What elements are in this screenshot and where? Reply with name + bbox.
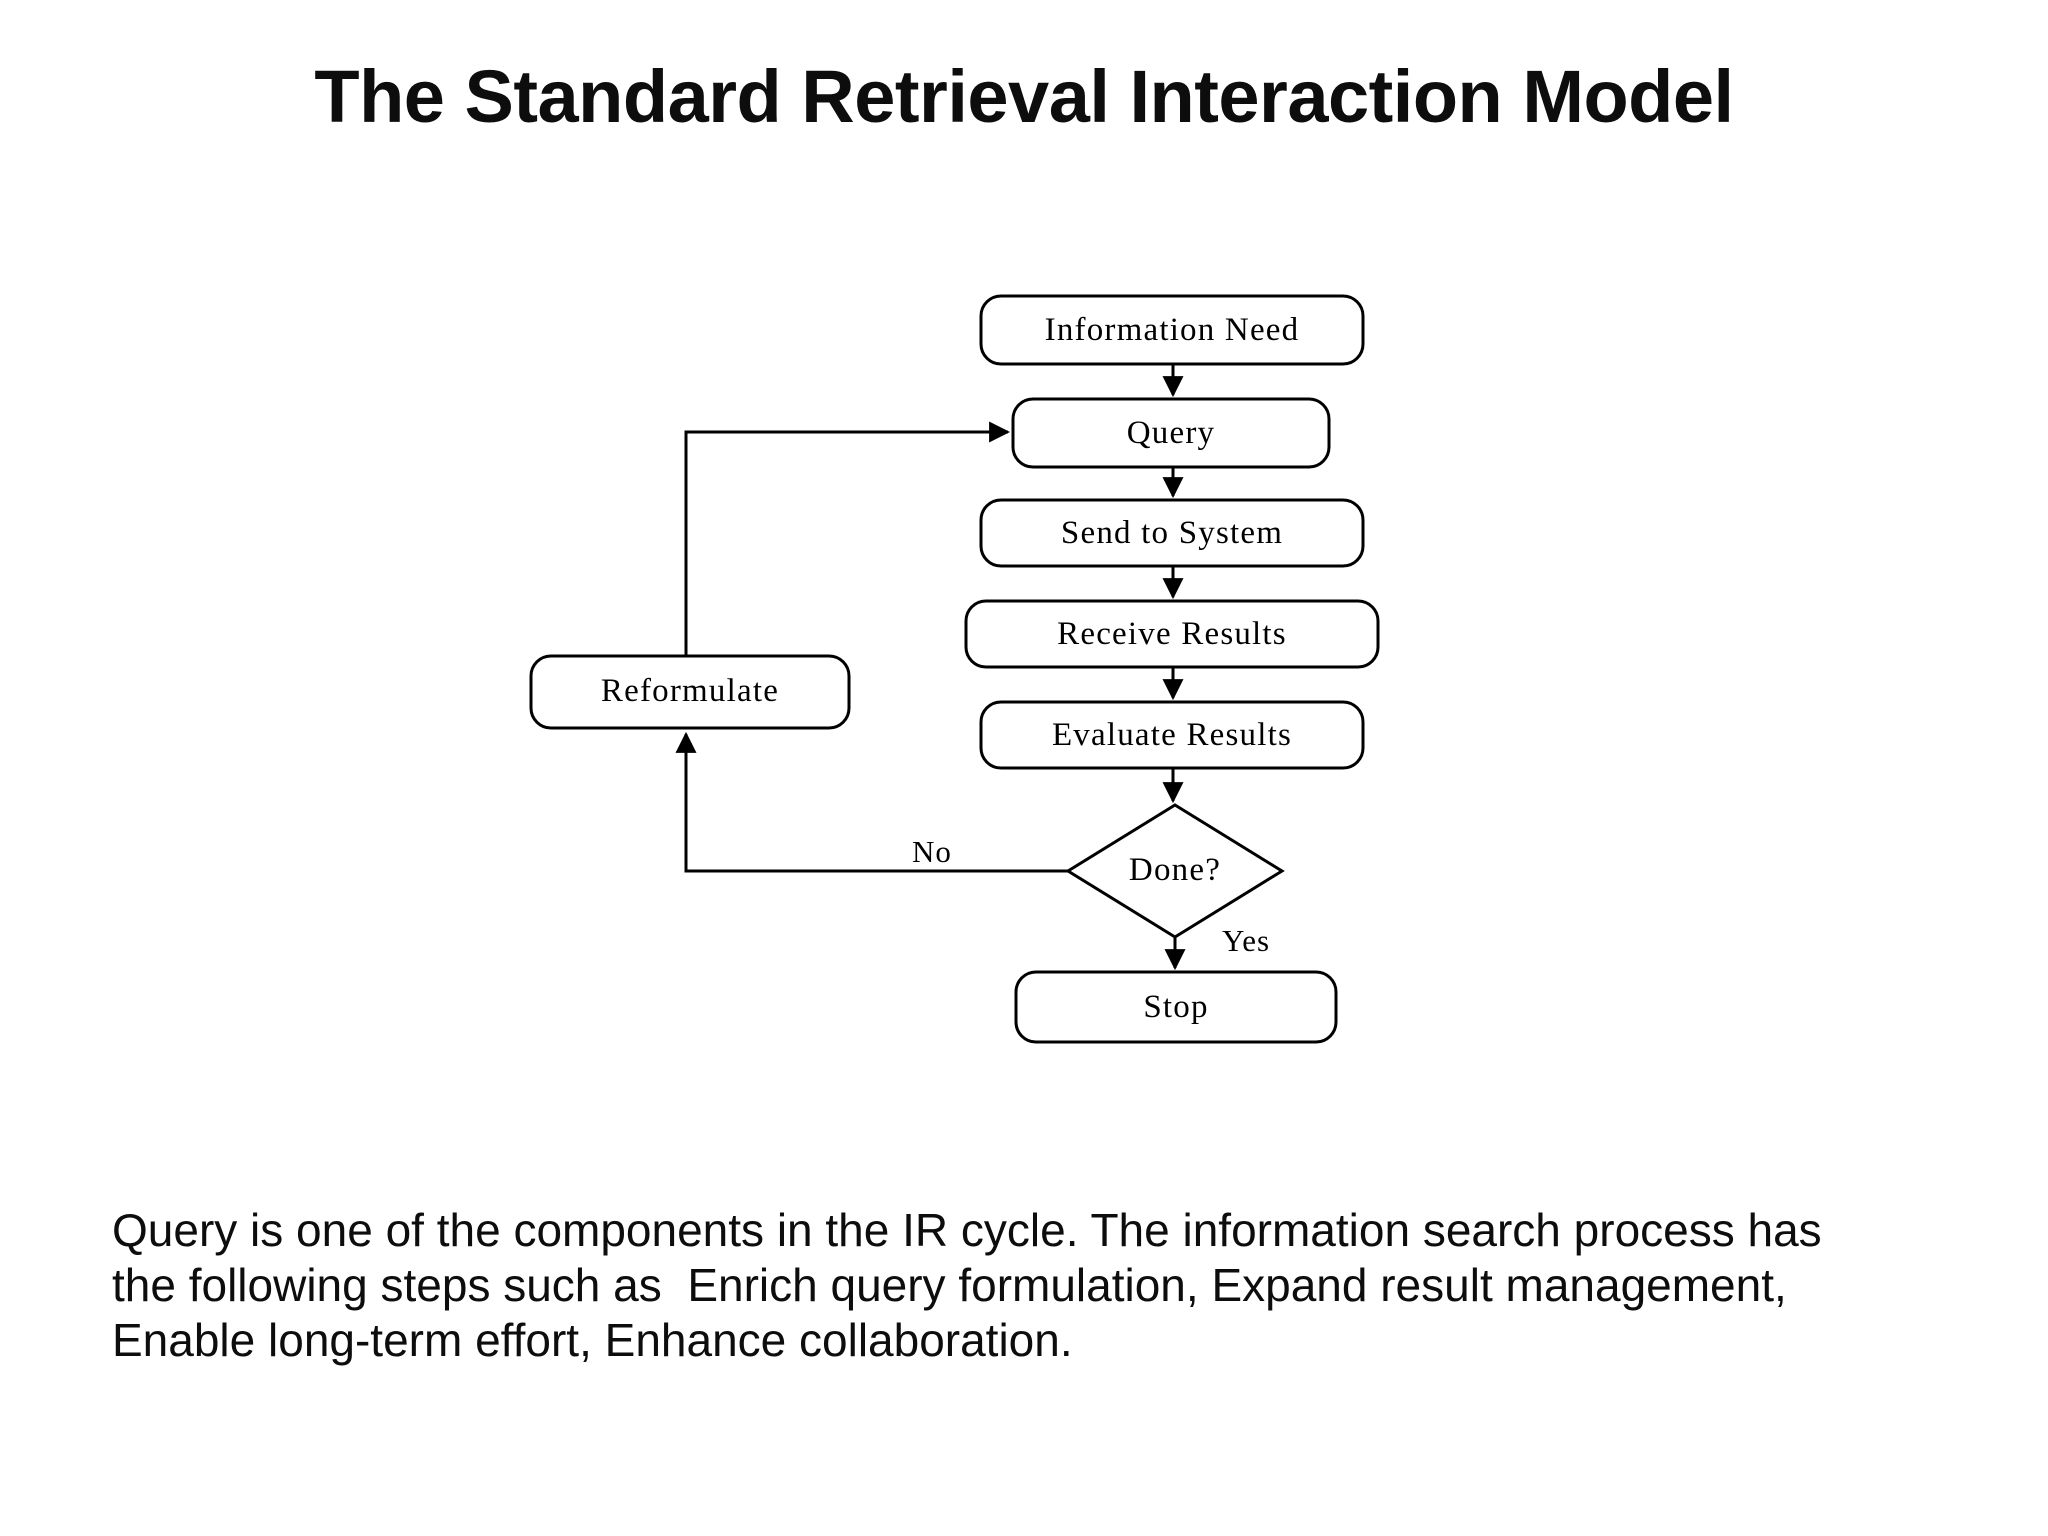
node-reformulate-shape — [529, 654, 851, 730]
node-label-receive-results: Receive Results — [1057, 616, 1287, 652]
node-label-information-need: Information Need — [1044, 312, 1300, 348]
body-line-2: the following steps such as Enrich query… — [112, 1259, 1787, 1311]
node-label-query: Query — [1126, 415, 1216, 451]
edge-reformulate-to-query — [684, 421, 1011, 656]
flowchart-svg — [529, 294, 1380, 1044]
node-label-done: Done? — [1128, 852, 1222, 888]
node-label-stop: Stop — [1143, 989, 1209, 1025]
body-line-1: Query is one of the components in the IR… — [112, 1204, 1822, 1256]
retrieval-interaction-flowchart: Information Need Query Send to System Re… — [529, 294, 1380, 1044]
page-title: The Standard Retrieval Interaction Model — [314, 55, 1734, 138]
body-paragraph: Query is one of the components in the IR… — [112, 1203, 1912, 1368]
edge-done-to-reformulate-no — [675, 731, 1068, 873]
edge-label-no: No — [912, 834, 952, 869]
node-stop-shape — [1014, 970, 1338, 1044]
body-line-3: Enable long-term effort, Enhance collabo… — [112, 1314, 1073, 1366]
edge-label-yes: Yes — [1222, 923, 1271, 958]
node-query-shape — [1011, 397, 1331, 469]
node-label-send-to-system: Send to System — [1060, 515, 1284, 551]
node-label-evaluate-results: Evaluate Results — [1051, 717, 1293, 753]
node-label-reformulate: Reformulate — [600, 673, 780, 709]
